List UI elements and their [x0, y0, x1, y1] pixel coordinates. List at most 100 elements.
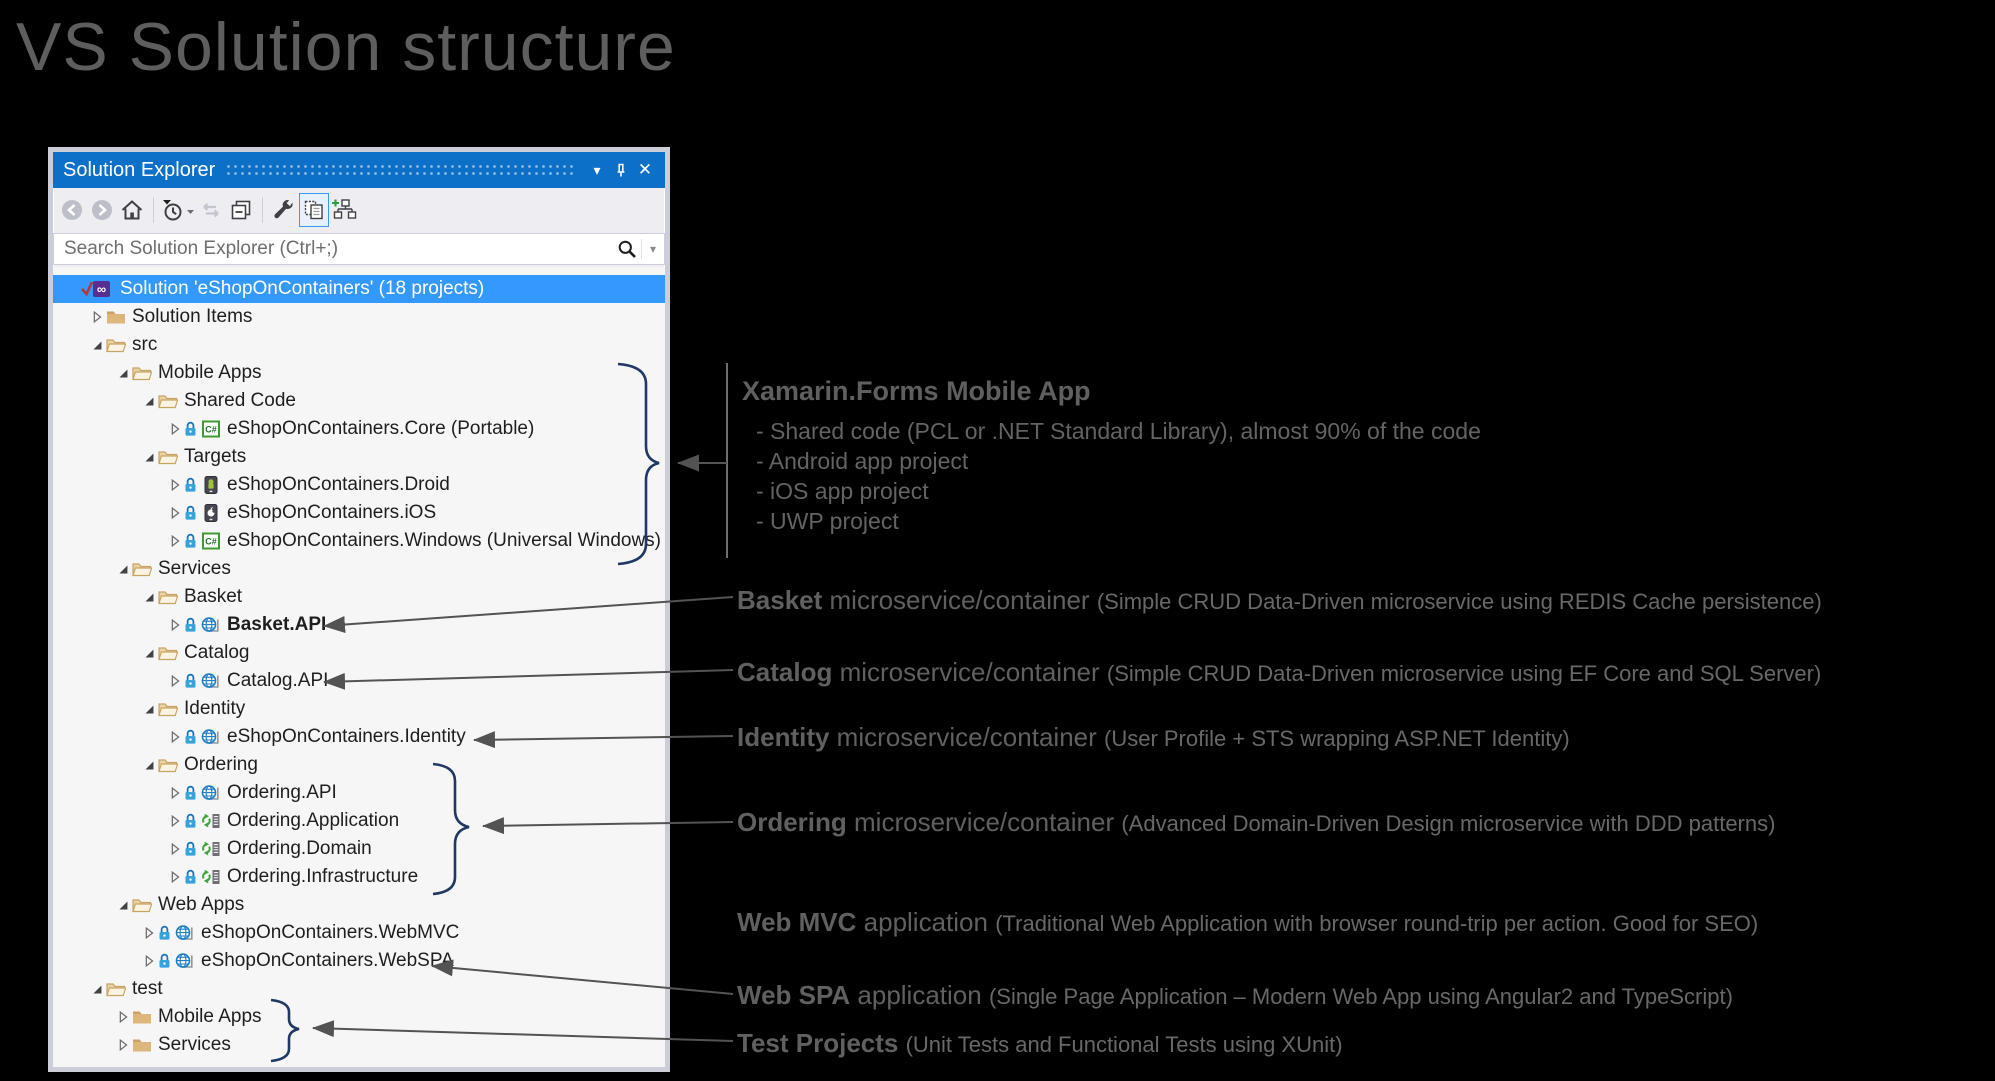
search-icon[interactable]: [613, 239, 641, 259]
tree-row[interactable]: eShopOnContainers.WebMVC: [53, 919, 665, 947]
callout-web-mvc: Web MVC application (Traditional Web App…: [737, 907, 1758, 938]
expand-expander-icon[interactable]: [139, 925, 158, 941]
tree-item-label: Mobile Apps: [158, 362, 262, 383]
tree-item-label: Services: [158, 1034, 231, 1055]
callout-description: (Traditional Web Application with browse…: [995, 911, 1759, 936]
collapse-expander-icon[interactable]: [139, 757, 158, 773]
expand-expander-icon[interactable]: [165, 533, 184, 549]
collapse-expander-icon[interactable]: [139, 589, 158, 605]
toolbar-separator: [153, 197, 154, 223]
svg-text:∞: ∞: [97, 282, 106, 297]
tree-row[interactable]: Basket.API: [53, 611, 665, 639]
callout-catalog: Catalog microservice/container (Simple C…: [737, 657, 1821, 688]
refresh-button[interactable]: [196, 193, 226, 227]
svg-text:C#: C#: [205, 537, 217, 547]
web-project-icon: [201, 672, 223, 690]
tree-row[interactable]: test: [53, 975, 665, 1003]
tree-row[interactable]: Catalog.API: [53, 667, 665, 695]
tree-row[interactable]: Mobile Apps: [53, 359, 665, 387]
expand-expander-icon[interactable]: [113, 1009, 132, 1025]
pin-icon[interactable]: [609, 158, 633, 182]
lock-icon: [184, 617, 199, 633]
collapse-expander-icon[interactable]: [113, 561, 132, 577]
lock-icon: [184, 869, 199, 885]
show-all-files-button[interactable]: [299, 193, 329, 227]
tree-row[interactable]: Catalog: [53, 639, 665, 667]
tree-row[interactable]: Ordering.API: [53, 779, 665, 807]
collapse-expander-icon[interactable]: [139, 645, 158, 661]
pending-changes-filter-button[interactable]: [160, 193, 196, 227]
callout-heading: Identity: [737, 722, 830, 752]
xamarin-bullet-list: - Shared code (PCL or .NET Standard Libr…: [756, 416, 1481, 536]
expand-expander-icon[interactable]: [165, 673, 184, 689]
collapse-expander-icon[interactable]: [139, 393, 158, 409]
tree-row[interactable]: Ordering.Infrastructure: [53, 863, 665, 891]
properties-wrench-button[interactable]: [269, 193, 299, 227]
panel-titlebar[interactable]: Solution Explorer ▾ ✕: [53, 152, 665, 188]
search-options-dropdown-icon[interactable]: ▾: [640, 239, 664, 259]
tree-row[interactable]: src: [53, 331, 665, 359]
back-button[interactable]: [57, 193, 87, 227]
folder-open-icon: [132, 560, 154, 578]
tree-row[interactable]: Services: [53, 1031, 665, 1059]
tree-row[interactable]: Solution Items: [53, 303, 665, 331]
tree-row[interactable]: Web Apps: [53, 891, 665, 919]
tree-item-label: eShopOnContainers.Core (Portable): [227, 418, 535, 439]
tree-row[interactable]: C#eShopOnContainers.Core (Portable): [53, 415, 665, 443]
solution-explorer-panel: Solution Explorer ▾ ✕ ▾ ∞Solution 'eShop…: [48, 147, 670, 1072]
expand-expander-icon[interactable]: [165, 813, 184, 829]
tree-row[interactable]: C#eShopOnContainers.Windows (Universal W…: [53, 527, 665, 555]
callout-mid: application: [850, 980, 989, 1010]
callout-heading: Catalog: [737, 657, 833, 687]
search-input[interactable]: [62, 237, 613, 261]
tree-row[interactable]: Services: [53, 555, 665, 583]
close-icon[interactable]: ✕: [637, 160, 653, 179]
callout-description: (Simple CRUD Data-Driven microservice us…: [1096, 589, 1822, 614]
collapse-expander-icon[interactable]: [139, 449, 158, 465]
library-project-icon: [201, 840, 223, 858]
tree-row[interactable]: Basket: [53, 583, 665, 611]
tree-row[interactable]: Ordering.Application: [53, 807, 665, 835]
web-project-icon: [175, 952, 197, 970]
search-box[interactable]: ▾: [53, 233, 665, 265]
tree-row[interactable]: Ordering: [53, 751, 665, 779]
folder-open-icon: [106, 980, 128, 998]
expand-expander-icon[interactable]: [165, 617, 184, 633]
tree-item-label: Shared Code: [184, 390, 296, 411]
folder-open-icon: [158, 644, 180, 662]
web-project-icon: [201, 728, 223, 746]
tree-row[interactable]: Targets: [53, 443, 665, 471]
collapse-all-button[interactable]: [226, 193, 256, 227]
expand-expander-icon[interactable]: [165, 505, 184, 521]
tree-row[interactable]: Ordering.Domain: [53, 835, 665, 863]
tree-row[interactable]: Mobile Apps: [53, 1003, 665, 1031]
collapse-expander-icon[interactable]: [113, 897, 132, 913]
forward-button[interactable]: [87, 193, 117, 227]
window-position-dropdown-icon[interactable]: ▾: [593, 161, 601, 178]
tree-row[interactable]: eShopOnContainers.WebSPA: [53, 947, 665, 975]
expand-expander-icon[interactable]: [165, 869, 184, 885]
collapse-expander-icon[interactable]: [113, 365, 132, 381]
expand-expander-icon[interactable]: [113, 1037, 132, 1053]
expand-expander-icon[interactable]: [165, 729, 184, 745]
collapse-expander-icon[interactable]: [87, 981, 106, 997]
tree-row[interactable]: ∞Solution 'eShopOnContainers' (18 projec…: [53, 275, 665, 303]
tree-row[interactable]: Shared Code: [53, 387, 665, 415]
tree-row[interactable]: eShopOnContainers.iOS: [53, 499, 665, 527]
expand-expander-icon[interactable]: [165, 421, 184, 437]
callout-mid: microservice/container: [832, 657, 1107, 687]
expand-expander-icon[interactable]: [165, 841, 184, 857]
expand-expander-icon[interactable]: [165, 785, 184, 801]
collapse-expander-icon[interactable]: [87, 337, 106, 353]
solution-icon: ∞: [80, 279, 116, 299]
tree-item-label: eShopOnContainers.WebSPA: [201, 950, 454, 971]
sync-with-active-document-button[interactable]: [329, 193, 359, 227]
home-button[interactable]: [117, 193, 147, 227]
collapse-expander-icon[interactable]: [139, 701, 158, 717]
expand-expander-icon[interactable]: [165, 477, 184, 493]
expand-expander-icon[interactable]: [139, 953, 158, 969]
tree-row[interactable]: eShopOnContainers.Identity: [53, 723, 665, 751]
tree-row[interactable]: eShopOnContainers.Droid: [53, 471, 665, 499]
expand-expander-icon[interactable]: [87, 309, 106, 325]
tree-row[interactable]: Identity: [53, 695, 665, 723]
